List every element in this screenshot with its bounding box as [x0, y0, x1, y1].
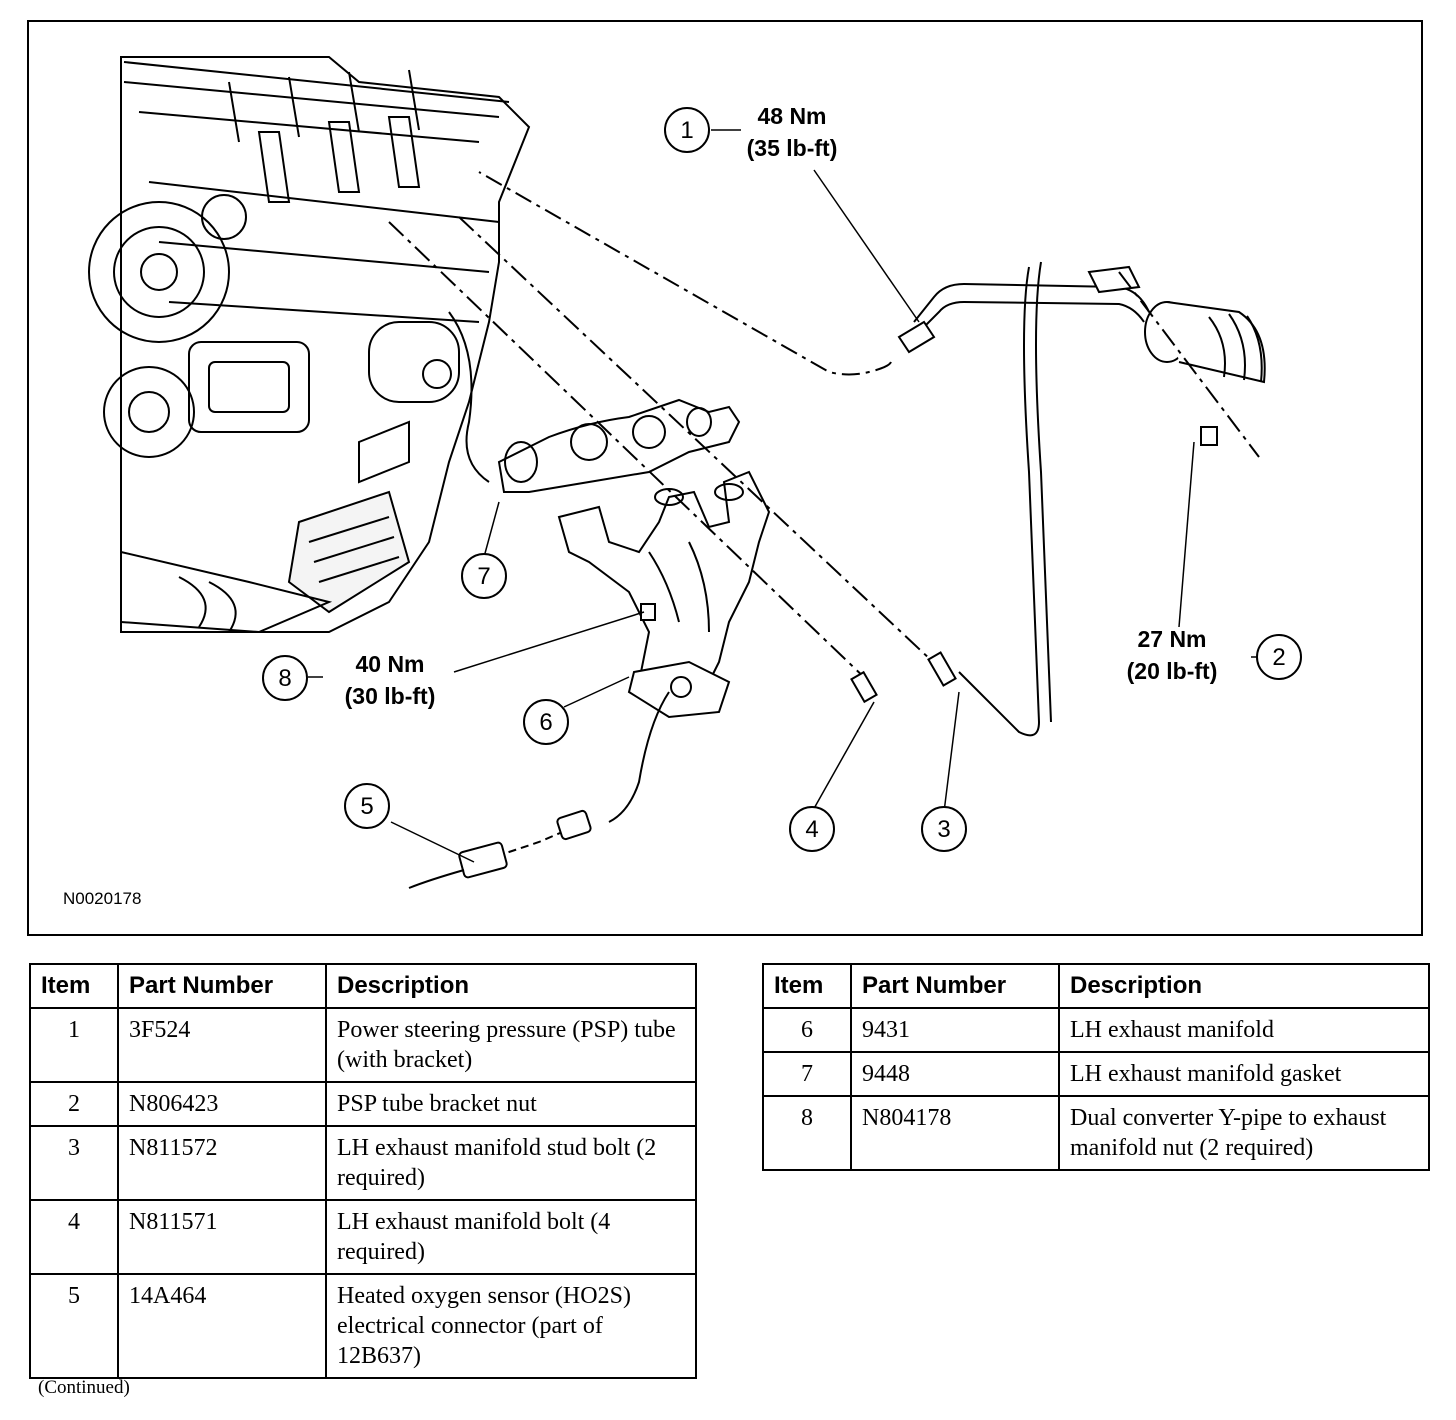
header-item: Item [762, 963, 852, 1009]
svg-text:5: 5 [360, 793, 373, 820]
row-part-number: 9431 [850, 1007, 1060, 1053]
header-description: Description [1058, 963, 1430, 1009]
table-row: 7 9448 LH exhaust manifold gasket [762, 1051, 1430, 1097]
svg-text:7: 7 [477, 563, 490, 590]
svg-text:1: 1 [680, 117, 693, 144]
engine-illustration [88, 56, 531, 634]
row-item: 3 [29, 1125, 119, 1201]
callout-4: 4 [789, 806, 835, 852]
header-description: Description [325, 963, 697, 1009]
svg-text:6: 6 [539, 709, 552, 736]
figure-drawing: 1 48 Nm (35 lb-ft) 2 27 Nm (20 lb-ft) 3 … [63, 56, 1302, 908]
svg-text:4: 4 [805, 816, 818, 843]
callout-8: 8 40 Nm (30 lb-ft) [262, 651, 436, 709]
header-part-number: Part Number [850, 963, 1060, 1009]
row-part-number: N811572 [117, 1125, 327, 1201]
table-row: 2 N806423 PSP tube bracket nut [29, 1081, 697, 1127]
table-row: 8 N804178 Dual converter Y-pipe to exhau… [762, 1095, 1430, 1171]
row-description: LH exhaust manifold stud bolt (2 require… [325, 1125, 697, 1201]
svg-text:2: 2 [1272, 644, 1285, 671]
row-description: Power steering pressure (PSP) tube (with… [325, 1007, 697, 1083]
table-header-row: Item Part Number Description [762, 963, 1430, 1009]
svg-text:(35 lb-ft): (35 lb-ft) [747, 135, 838, 161]
svg-text:(30 lb-ft): (30 lb-ft) [345, 683, 436, 709]
header-item: Item [29, 963, 119, 1009]
row-item: 6 [762, 1007, 852, 1053]
callout-1: 1 48 Nm (35 lb-ft) [664, 103, 838, 161]
parts-table-right: Item Part Number Description 6 9431 LH e… [762, 963, 1430, 1171]
table-row: 6 9431 LH exhaust manifold [762, 1007, 1430, 1053]
svg-text:40 Nm: 40 Nm [355, 651, 424, 677]
row-part-number: N806423 [117, 1081, 327, 1127]
continued-note: (Continued) [38, 1377, 130, 1398]
header-part-number: Part Number [117, 963, 327, 1009]
row-item: 1 [29, 1007, 119, 1083]
table-row: 5 14A464 Heated oxygen sensor (HO2S) ele… [29, 1273, 697, 1379]
table-row: 1 3F524 Power steering pressure (PSP) tu… [29, 1007, 697, 1083]
svg-text:27 Nm: 27 Nm [1137, 626, 1206, 652]
row-description: LH exhaust manifold gasket [1058, 1051, 1430, 1097]
row-description: PSP tube bracket nut [325, 1081, 697, 1127]
callout-6: 6 [523, 699, 569, 745]
row-description: Heated oxygen sensor (HO2S) electrical c… [325, 1273, 697, 1379]
svg-text:8: 8 [278, 665, 291, 692]
callout-3: 3 [921, 806, 967, 852]
svg-text:48 Nm: 48 Nm [757, 103, 826, 129]
row-item: 2 [29, 1081, 119, 1127]
row-description: LH exhaust manifold [1058, 1007, 1430, 1053]
figure-code: N0020178 [63, 889, 141, 908]
ho2s-wire [408, 691, 670, 889]
row-description: LH exhaust manifold bolt (4 required) [325, 1199, 697, 1275]
row-item: 4 [29, 1199, 119, 1275]
row-part-number: N804178 [850, 1095, 1060, 1171]
psp-tube [478, 171, 1266, 737]
row-part-number: 9448 [850, 1051, 1060, 1097]
table-row: 3 N811572 LH exhaust manifold stud bolt … [29, 1125, 697, 1201]
row-part-number: N811571 [117, 1199, 327, 1275]
table-row: 4 N811571 LH exhaust manifold bolt (4 re… [29, 1199, 697, 1275]
table-header-row: Item Part Number Description [29, 963, 697, 1009]
svg-text:3: 3 [937, 816, 950, 843]
svg-text:(20 lb-ft): (20 lb-ft) [1127, 658, 1218, 684]
row-item: 5 [29, 1273, 119, 1379]
row-part-number: 3F524 [117, 1007, 327, 1083]
row-description: Dual converter Y-pipe to exhaust manifol… [1058, 1095, 1430, 1171]
callout-7: 7 [461, 553, 507, 599]
leader-lines [308, 129, 1274, 863]
exhaust-manifold [557, 470, 771, 719]
row-part-number: 14A464 [117, 1273, 327, 1379]
exploded-view-figure: 1 48 Nm (35 lb-ft) 2 27 Nm (20 lb-ft) 3 … [27, 20, 1423, 936]
callout-5: 5 [344, 783, 390, 829]
callout-2: 2 27 Nm (20 lb-ft) [1127, 626, 1302, 684]
fasteners [388, 216, 1260, 704]
row-item: 7 [762, 1051, 852, 1097]
row-item: 8 [762, 1095, 852, 1171]
parts-table-left: Item Part Number Description 1 3F524 Pow… [29, 963, 697, 1379]
